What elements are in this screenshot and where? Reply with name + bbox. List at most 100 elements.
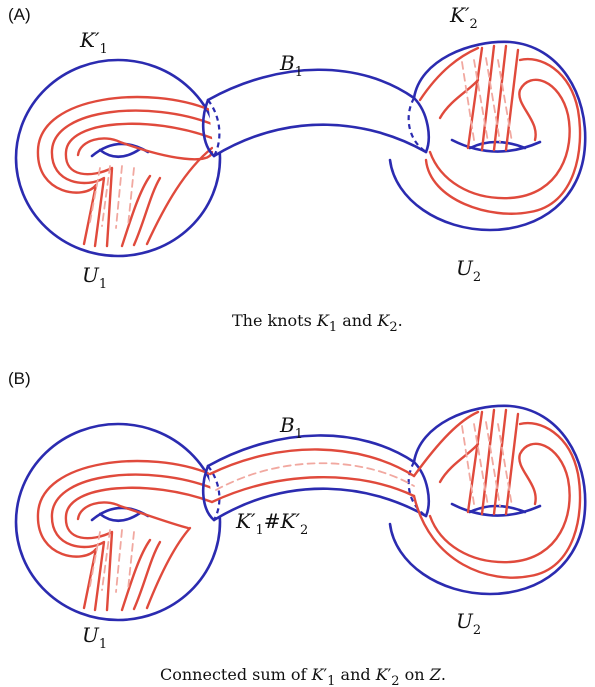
hidden-strand xyxy=(127,167,135,227)
panel-a-torus-left-boundary xyxy=(14,58,222,258)
knot-strand xyxy=(36,95,212,246)
hidden-strand xyxy=(485,57,501,143)
panel-a-u2-label: U2 xyxy=(456,256,481,285)
knot-strand xyxy=(64,486,214,612)
panel-b-band-knot-top xyxy=(208,448,416,478)
panel-b-band-right-end xyxy=(412,460,430,518)
panel-a-caption: The knots K1 and K2. xyxy=(232,311,403,335)
panel-a-knot-right-hidden xyxy=(461,57,513,143)
panel-b-band-left-end-hidden xyxy=(207,465,221,521)
knot-strand xyxy=(76,501,190,530)
knot-strand xyxy=(36,459,212,610)
knot-strand xyxy=(132,176,162,247)
hidden-strand xyxy=(101,529,111,591)
knot-strand xyxy=(428,442,571,564)
panel-b-u2-label: U2 xyxy=(456,609,481,638)
panel-a-u1-label: U1 xyxy=(82,263,107,292)
panel-b-knot-left-hidden xyxy=(89,529,135,593)
panel-a-knot-right xyxy=(418,44,582,215)
panel-b-band xyxy=(201,434,430,522)
knot-strand xyxy=(76,137,214,161)
hidden-strand xyxy=(115,529,123,593)
panel-a-letter: (A) xyxy=(8,5,31,24)
panel-b-knot-left xyxy=(36,459,214,612)
hidden-strand xyxy=(485,421,501,507)
panel-b-torus-right-boundary xyxy=(388,404,587,596)
panel-b-band-right-end-hidden xyxy=(407,461,427,517)
knot-strand xyxy=(132,540,162,611)
panel-a-band-top-edge xyxy=(206,68,416,102)
panel-a-torus-right xyxy=(388,40,587,232)
panel-a-torus-right-boundary xyxy=(388,40,587,232)
knot-strand xyxy=(64,122,214,248)
hidden-strand xyxy=(497,59,513,143)
panel-b-torus-left xyxy=(14,422,222,622)
panel-b-u1-label: U1 xyxy=(82,623,107,652)
panel-a-band-bottom-edge xyxy=(212,123,428,158)
knot-strand xyxy=(120,174,152,248)
panel-a-torus-left-hole-bottom xyxy=(98,147,142,159)
panel-a-band-left-end-hidden xyxy=(207,99,221,157)
panel-b-torus-right xyxy=(388,404,587,596)
knot-strand xyxy=(120,538,152,612)
panel-a-band-fill xyxy=(208,69,426,156)
knot-strand xyxy=(466,410,484,514)
knot-strand xyxy=(438,78,480,120)
panel-b-knot-right-hidden xyxy=(461,421,513,507)
knot-strand xyxy=(145,146,214,246)
panel-b-band-left-end xyxy=(201,464,216,522)
panel-a-knot-left-hidden xyxy=(89,165,135,229)
knot-strand xyxy=(480,408,496,516)
panel-b-band-top-edge xyxy=(206,434,416,468)
panel-b-letter: (B) xyxy=(8,369,31,388)
knot-strand xyxy=(412,421,582,579)
panel-b: (B) xyxy=(8,369,587,687)
knot-strand xyxy=(50,473,214,612)
panel-b-band-knot-bottom xyxy=(210,475,416,504)
knot-strand xyxy=(418,46,480,102)
panel-b-torus-left-hole-bottom xyxy=(98,511,142,523)
knot-strand xyxy=(492,44,508,152)
knot-strand xyxy=(504,412,520,516)
panel-a-torus-right-hole-bottom xyxy=(468,140,527,150)
hidden-strand xyxy=(89,167,101,223)
panel-b-band-knot-hidden xyxy=(215,462,415,491)
hidden-strand xyxy=(127,531,135,591)
hidden-strand xyxy=(115,165,123,229)
panel-b-band-label: B1 xyxy=(279,413,303,442)
panel-a: (A) xyxy=(8,3,587,335)
panel-b-knot-right xyxy=(412,408,582,579)
hidden-strand xyxy=(461,425,475,505)
panel-b-sum-label: K′1#K′2 xyxy=(235,509,308,538)
panel-a-knot2-label: K′2 xyxy=(449,3,478,32)
knot-strand xyxy=(50,109,214,248)
knot-strand xyxy=(145,526,192,610)
panel-a-band xyxy=(201,68,430,158)
panel-a-band-right-end-hidden xyxy=(407,97,427,153)
panel-a-band-right-end xyxy=(412,96,430,154)
panel-b-torus-left-boundary xyxy=(14,422,222,622)
knot-strand xyxy=(492,408,508,516)
hidden-strand xyxy=(497,423,513,507)
panel-b-torus-right-hole-top xyxy=(450,502,542,517)
knot-strand xyxy=(438,442,480,484)
panel-a-band-left-end xyxy=(201,98,216,158)
knot-strand xyxy=(424,57,582,215)
panel-a-torus-left xyxy=(14,58,222,258)
knot-strand xyxy=(466,46,484,150)
knot-strand xyxy=(412,410,480,478)
panel-b-caption: Connected sum of K′1 and K′2 on Z. xyxy=(160,665,446,687)
panel-b-torus-right-hole-bottom xyxy=(468,504,527,514)
panel-a-torus-right-hole-top xyxy=(450,138,542,153)
knot-strand xyxy=(480,44,496,152)
hidden-strand xyxy=(89,531,101,587)
hidden-strand xyxy=(101,165,111,227)
hidden-strand xyxy=(473,59,489,143)
hidden-strand xyxy=(473,423,489,507)
panel-a-knot-left xyxy=(36,95,214,248)
knot-strand xyxy=(428,78,571,200)
hidden-strand xyxy=(461,61,475,141)
panel-a-band-label: B1 xyxy=(279,51,303,80)
panel-b-band-bottom-edge xyxy=(212,487,428,522)
